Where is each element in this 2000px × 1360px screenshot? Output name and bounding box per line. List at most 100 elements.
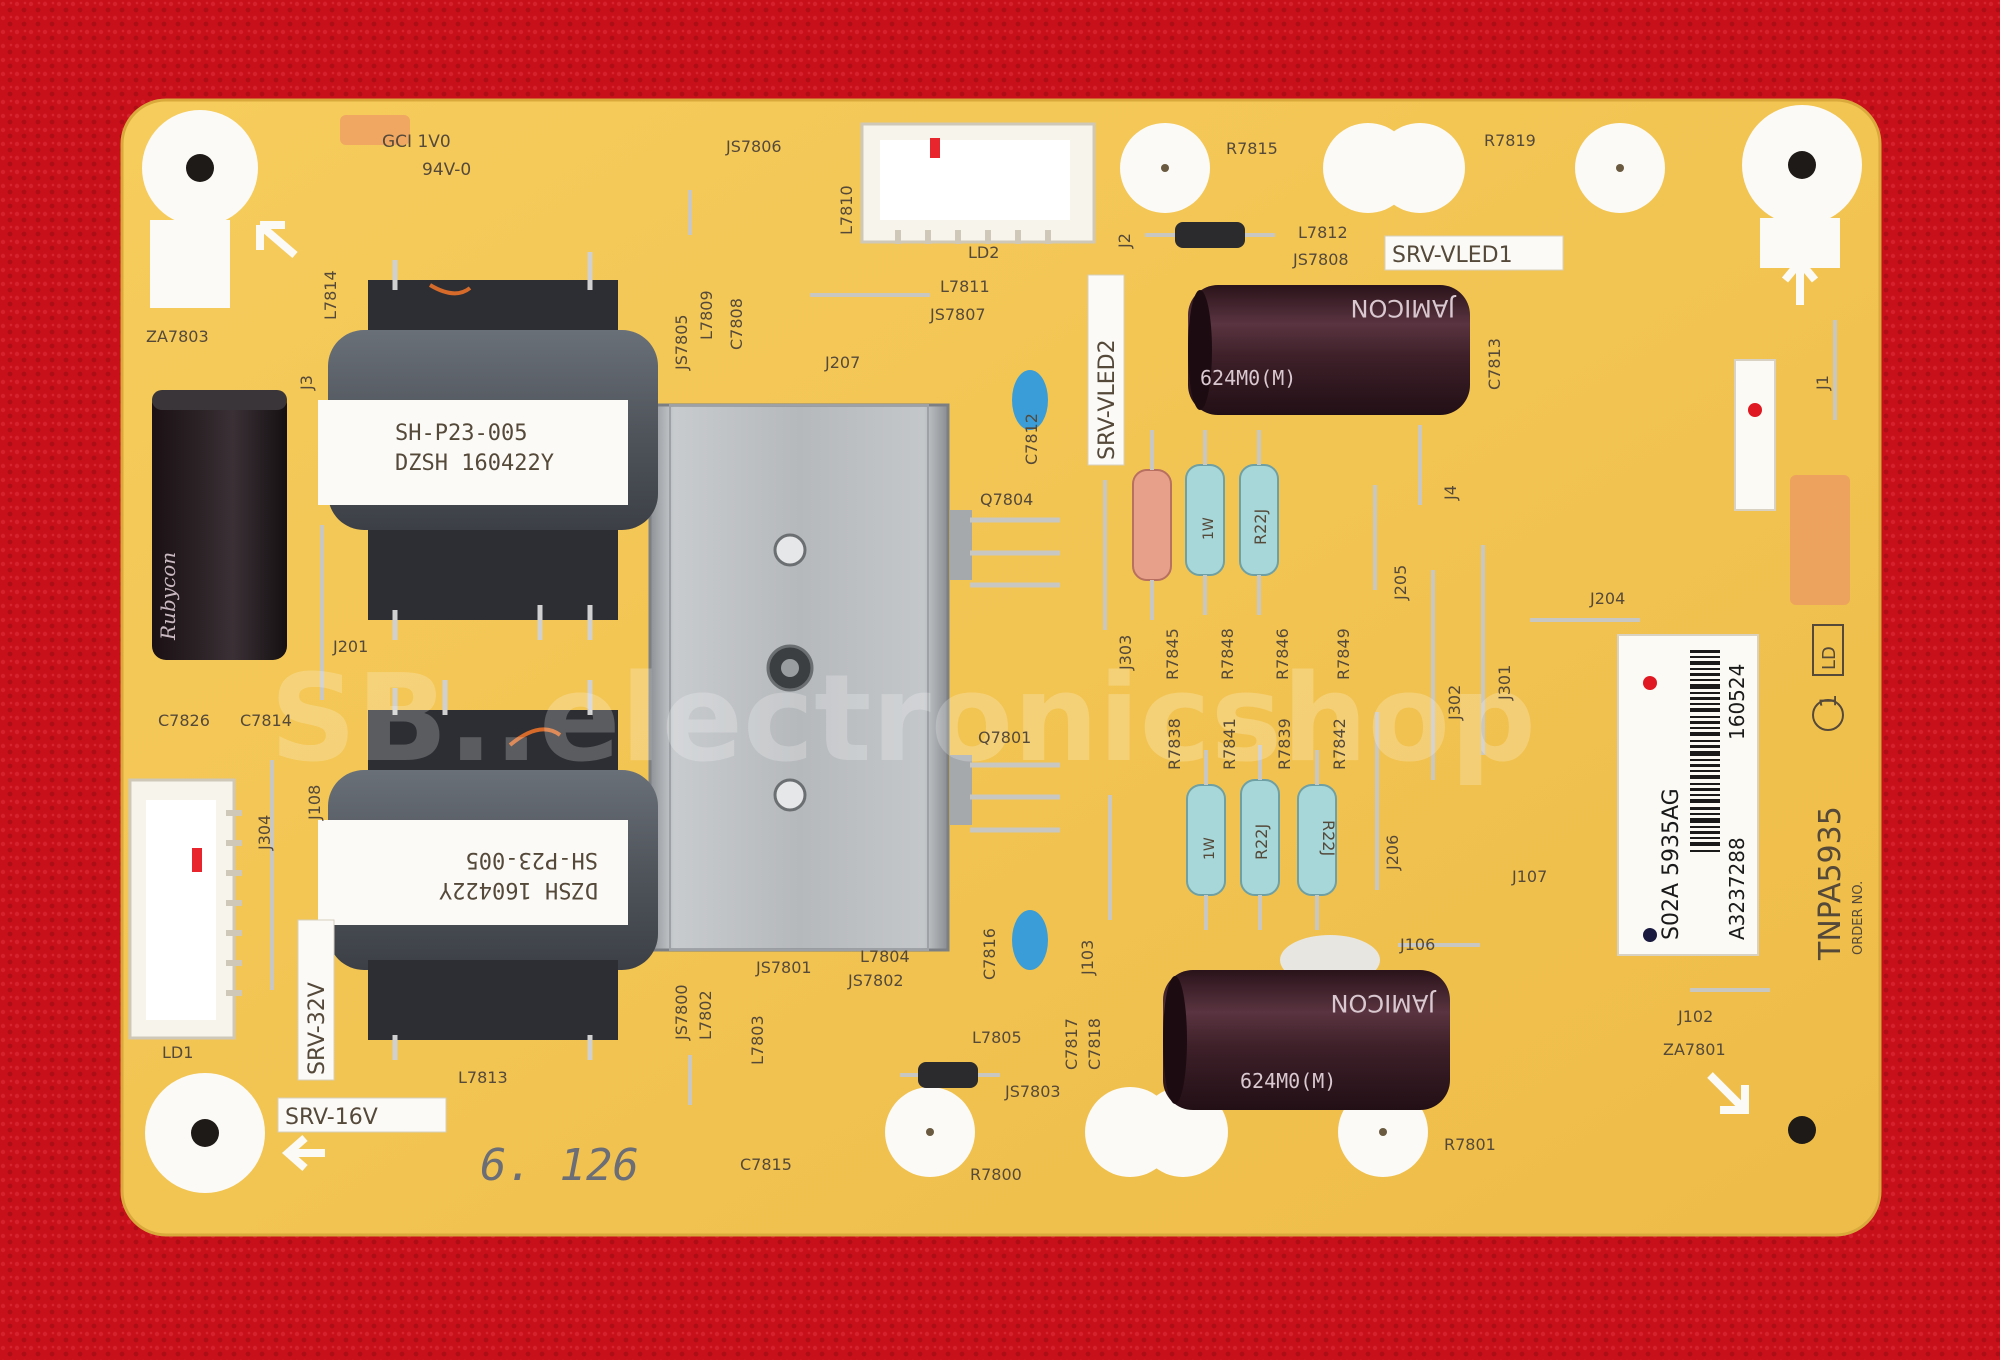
transformer-bottom-line1: SH-P23-005 [466, 847, 598, 872]
ceramic-capacitor-c7812 [1012, 370, 1048, 430]
des-js7801: JS7801 [755, 958, 812, 977]
des-js7805: JS7805 [672, 314, 691, 371]
des-j106: J106 [1399, 935, 1435, 954]
arrow-marks [256, 221, 1819, 1171]
diode-top [1145, 222, 1275, 248]
label-srv-16v: SRV-16V [285, 1105, 378, 1130]
transformer-top-line2: DZSH 160422Y [395, 451, 554, 476]
des-ld2: LD2 [968, 243, 999, 262]
connector-ld1 [128, 778, 242, 1040]
des-r7848: R7848 [1218, 628, 1237, 680]
capacitor-left-brand: Rubycon [156, 552, 180, 641]
des-r7849: R7849 [1334, 628, 1353, 680]
des-l7813: L7813 [458, 1068, 508, 1087]
des-j2: J2 [1115, 233, 1134, 249]
des-ld1: LD1 [162, 1043, 193, 1062]
capacitor-left-rubycon [152, 390, 287, 660]
des-c7812: C7812 [1022, 413, 1041, 465]
resistor-bottom-power: 1W [1202, 837, 1218, 860]
des-js7808: JS7808 [1292, 250, 1349, 269]
mounting-holes [142, 105, 1862, 1193]
des-j205: J205 [1391, 565, 1410, 601]
des-j1: J1 [1813, 375, 1832, 391]
label-srv-vled1: SRV-VLED1 [1392, 243, 1513, 268]
des-j102: J102 [1677, 1007, 1713, 1026]
sticker-code2: A3237288 [1725, 837, 1749, 940]
handwritten-number: 6. 126 [480, 1140, 639, 1191]
transistor-leads [970, 517, 1060, 833]
des-j107: J107 [1511, 867, 1547, 886]
resistors-top [1132, 430, 1279, 620]
label-srv-32v: SRV-32V [305, 982, 330, 1075]
mark-gci: GCI 1V0 [382, 132, 451, 152]
des-r7815: R7815 [1226, 139, 1278, 158]
des-js7807: JS7807 [929, 305, 986, 324]
des-j201: J201 [332, 637, 368, 656]
board-suffix: LD [1819, 646, 1840, 670]
des-r7838: R7838 [1165, 718, 1184, 770]
des-r7800: R7800 [970, 1165, 1022, 1184]
des-j204: J204 [1589, 589, 1625, 608]
des-j108: J108 [305, 785, 324, 821]
diode-bottom [900, 1062, 1000, 1088]
des-l7810: L7810 [837, 185, 856, 235]
des-c7817: C7817 [1062, 1018, 1081, 1070]
des-q7804: Q7804 [980, 490, 1033, 509]
resistors-bottom [1186, 745, 1337, 930]
order-no: ORDER NO. [1851, 881, 1866, 955]
des-r7819: R7819 [1484, 131, 1536, 150]
des-c7814: C7814 [240, 711, 292, 730]
capacitor-top-jamicon [1188, 285, 1470, 415]
manufacturer-logo-marks [340, 115, 1850, 605]
part-number: TNPA5935 [1813, 806, 1848, 961]
capacitor-bottom-jamicon [1163, 935, 1450, 1110]
resistor-bottom-value-2: R22J [1319, 820, 1338, 856]
des-c7826: C7826 [158, 711, 210, 730]
revision-number: 1 [1817, 694, 1842, 708]
des-j302: J302 [1445, 685, 1464, 721]
mark-rating: 94V-0 [422, 160, 471, 180]
heatsink [648, 403, 972, 952]
des-l7814: L7814 [321, 270, 340, 320]
des-r7839: R7839 [1275, 718, 1294, 770]
des-j206: J206 [1383, 835, 1402, 871]
sticker-code1: S02A 5935AG [1659, 788, 1684, 940]
des-l7805: L7805 [972, 1028, 1022, 1047]
transformer-bottom [318, 680, 658, 1060]
barcode-sticker [1617, 634, 1759, 956]
des-j301: J301 [1495, 665, 1514, 701]
des-j304: J304 [255, 815, 274, 851]
sticker-date: 160524 [1725, 664, 1749, 740]
des-j103: J103 [1078, 940, 1097, 976]
resistor-top-value: R22J [1251, 509, 1270, 545]
des-js7806: JS7806 [725, 137, 782, 156]
watermark-text: SB..electronicshop [270, 650, 1536, 789]
des-js7800: JS7800 [672, 984, 691, 1041]
des-l7803: L7803 [748, 1015, 767, 1065]
des-j303: J303 [1116, 635, 1135, 671]
des-r7845: R7845 [1163, 628, 1182, 680]
capacitor-bottom-marking: 624M0(M) [1240, 1069, 1336, 1093]
des-j207: J207 [824, 353, 860, 372]
des-r7841: R7841 [1220, 718, 1239, 770]
des-j3: J3 [297, 375, 316, 391]
des-l7812: L7812 [1298, 223, 1348, 242]
transformer-top [318, 252, 658, 640]
des-c7813: C7813 [1485, 338, 1504, 390]
des-c7808: C7808 [727, 298, 746, 350]
ceramic-capacitor-c7816 [1012, 910, 1048, 970]
des-c7815: C7815 [740, 1155, 792, 1174]
des-js7803: JS7803 [1004, 1082, 1061, 1101]
capacitor-top-marking: 624M0(M) [1200, 366, 1296, 390]
des-za7801: ZA7801 [1663, 1040, 1726, 1059]
des-j4: J4 [1441, 485, 1460, 501]
des-q7801: Q7801 [978, 728, 1031, 747]
resistor-top-power: 1W [1201, 517, 1217, 540]
capacitor-bottom-brand: JAMICON [1331, 989, 1437, 1017]
resistor-bottom-value: R22J [1252, 824, 1271, 860]
des-l7804: L7804 [860, 947, 910, 966]
des-r7801: R7801 [1444, 1135, 1496, 1154]
des-c7818: C7818 [1085, 1018, 1104, 1070]
